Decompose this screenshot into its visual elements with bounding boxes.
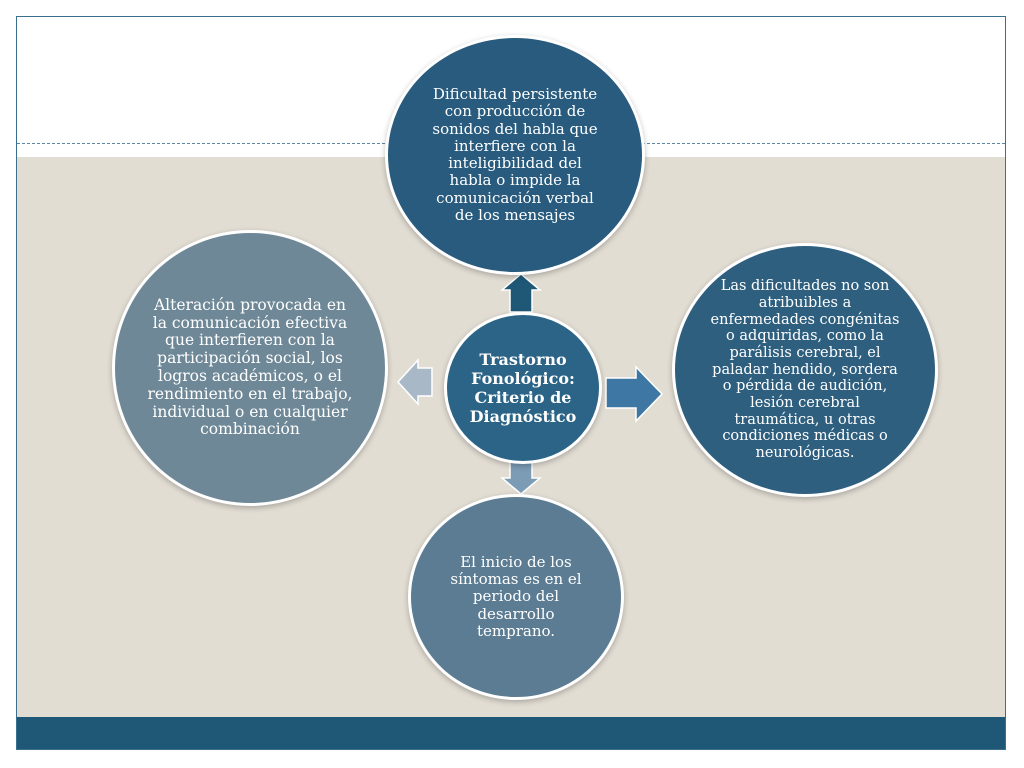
criterion-top-circle: Dificultad persistente con producción de… — [385, 35, 645, 275]
center-circle: Trastorno Fonológico: Criterio de Diagnó… — [444, 312, 602, 464]
criterion-left-circle: Alteración provocada en la comunicación … — [112, 230, 388, 506]
bottom-bar — [17, 717, 1005, 749]
criterion-bottom-circle: El inicio de los síntomas es en el perio… — [408, 494, 624, 700]
criterion-top-text: Dificultad persistente con producción de… — [432, 85, 598, 224]
criterion-bottom-text: El inicio de los síntomas es en el perio… — [450, 552, 582, 640]
criterion-left-text: Alteración provocada en la comunicación … — [147, 295, 353, 439]
criterion-right-circle: Las dificultades no son atribuibles a en… — [672, 243, 938, 497]
center-title: Trastorno Fonológico: Criterio de Diagnó… — [469, 349, 577, 427]
criterion-right-text: Las dificultades no son atribuibles a en… — [710, 278, 900, 462]
